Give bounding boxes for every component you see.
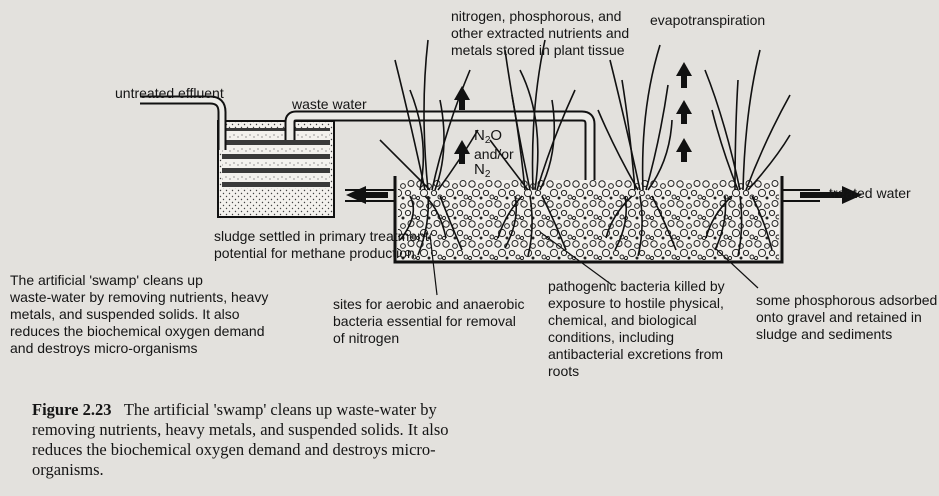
waste-water-label: waste water [292,96,367,112]
reed-plant [704,49,791,257]
evapotranspiration-arrow-icon [676,62,692,162]
sites-label-line3: of nitrogen [333,330,400,346]
swamp-description-line4: reduces the biochemical oxygen demand [10,323,265,339]
swamp-description-line5: and destroys micro-organisms [10,340,198,356]
reed-plant [597,44,677,257]
inflow-arrow-icon [346,186,388,204]
n2o-label: N2O [474,127,503,147]
gravel-bed [345,176,820,264]
nitrogen-label-line3: metals stored in plant tissue [451,42,625,58]
nitrogen-label-line2: other extracted nutrients and [451,25,630,41]
figure-caption-text: The artificial 'swamp' cleans up waste-w… [32,400,449,479]
settling-tank [217,120,335,218]
pathogen-label-line5: antibacterial excretions from [548,346,724,362]
nitrogen-label-line1: nitrogen, phosphorous, and [451,8,622,24]
sludge-label-line1: sludge settled in primary treatment: [214,228,433,244]
and-or-label: and/or [474,146,514,162]
untreated-effluent-label: untreated effluent [115,85,224,101]
gas-arrow-icon [454,86,470,164]
evapotranspiration-label: evapotranspiration [650,12,766,28]
pathogen-label-line3: chemical, and biological [548,312,697,328]
reed-plant [489,39,576,257]
swamp-description-line1: The artificial 'swamp' cleans up [10,272,203,288]
pathogen-label-line4: conditions, including [548,329,675,345]
phosphorous-label-line1: some phosphorous adsorbed [756,292,938,308]
pathogen-label-line2: exposure to hostile physical, [548,295,724,311]
sites-label-line2: bacteria essential for removal [333,313,516,329]
pathogen-label-line6: roots [548,363,580,379]
waste-water-pipe [284,110,596,250]
swamp-description-line3: metals, and suspended solids. It also [10,306,240,322]
phosphorous-label-line3: sludge and sediments [756,326,893,342]
n2-label: N2 [474,161,491,181]
outflow-arrow-icon [800,186,862,204]
inlet-pipe [140,95,227,150]
sites-label-line1: sites for aerobic and anaerobic [333,296,525,312]
figure-number: Figure 2.23 [32,400,112,419]
sludge-label-line2: potential for methane production [214,245,415,261]
pathogen-label-line1: pathogenic bacteria killed by [548,278,725,294]
leader-line [429,231,759,296]
treated-water-label: treated water [829,185,911,201]
phosphorous-label-line2: onto gravel and retained in [756,309,922,325]
reed-plant [379,39,479,256]
swamp-description-line2: waste-water by removing nutrients, heavy [10,289,269,305]
figure-caption: Figure 2.23 The artificial 'swamp' clean… [32,400,452,480]
